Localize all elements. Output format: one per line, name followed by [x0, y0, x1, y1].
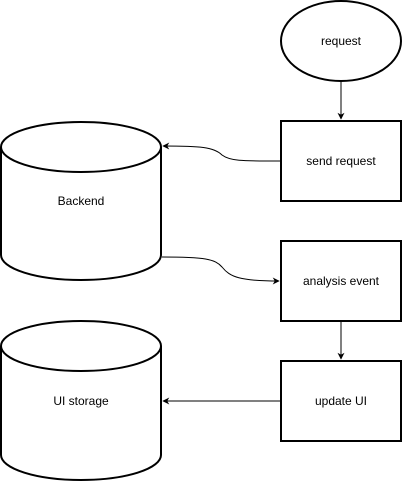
- ui-storage-cylinder-body: [0, 346, 162, 481]
- send-request-box: [280, 120, 402, 202]
- edge-send-request-to-backend: [162, 142, 282, 162]
- send-request-label: send request: [306, 154, 376, 168]
- ui-storage-cylinder-top: [0, 320, 162, 372]
- analysis-event-label: analysis event: [303, 274, 380, 288]
- node-update-ui: update UI: [280, 360, 402, 442]
- update-ui-box: [280, 360, 402, 442]
- edge-backend-to-analysis-event: [161, 256, 280, 285]
- request-label: request: [321, 34, 362, 48]
- backend-cylinder-top: [0, 121, 162, 173]
- update-ui-label: update UI: [315, 394, 367, 408]
- node-analysis-event: analysis event: [280, 240, 402, 322]
- node-backend: Backend: [0, 121, 162, 281]
- node-send-request: send request: [280, 120, 402, 202]
- edges: [161, 82, 345, 405]
- backend-cylinder-body: [0, 147, 162, 281]
- backend-label: Backend: [58, 194, 105, 208]
- request-ellipse: [280, 0, 402, 82]
- node-ui-storage: UI storage: [0, 320, 162, 481]
- analysis-event-box: [280, 240, 402, 322]
- ui-storage-label: UI storage: [53, 394, 109, 408]
- node-request: request: [280, 0, 402, 82]
